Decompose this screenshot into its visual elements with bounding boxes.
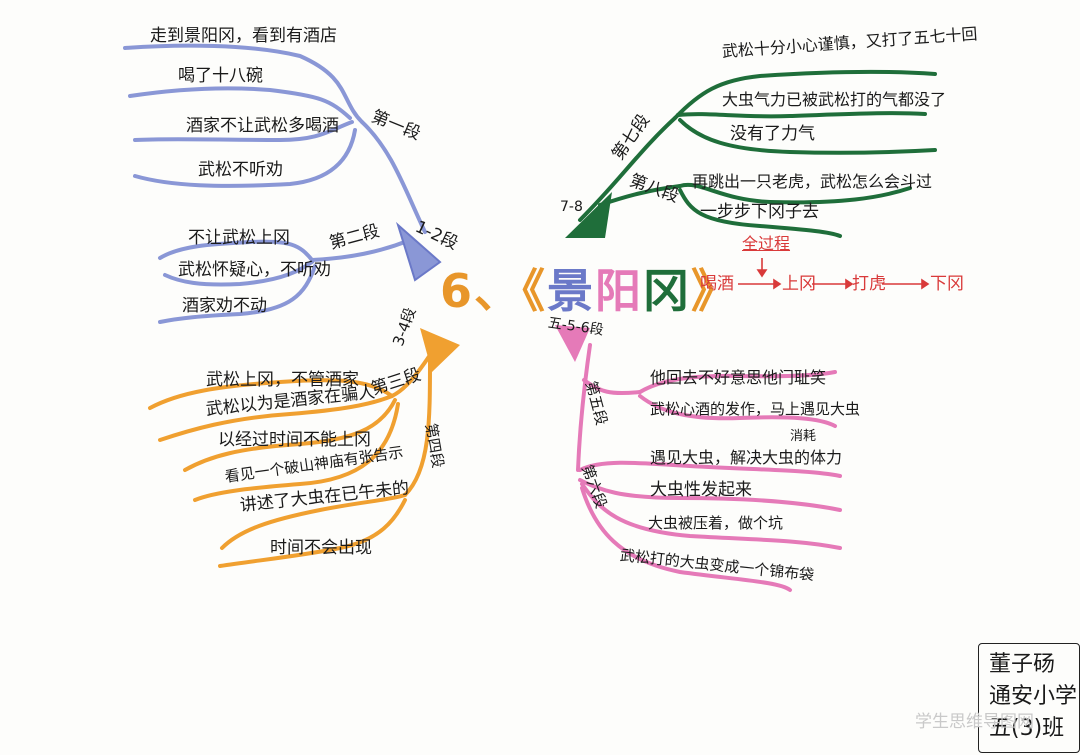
page-title: 6、《景阳冈》	[440, 255, 739, 321]
pink-sec6-item: 大虫性发起来	[650, 480, 752, 500]
red-flow-step: 下冈	[930, 274, 964, 294]
signature-line: 五(3)班	[989, 716, 1065, 741]
green-sec7-item: 没有了力气	[730, 124, 815, 144]
blue-sec1-item: 酒家不让武松多喝酒	[186, 116, 339, 136]
orange-sec4-item: 时间不会出现	[270, 538, 372, 558]
blue-sec2-item: 武松怀疑心，不听劝	[178, 260, 331, 280]
red-flow-step: 喝酒	[700, 274, 734, 294]
blue-sec1-item1	[123, 43, 364, 124]
blue-sec2-stem	[310, 238, 412, 262]
signature-line: 董子砀	[989, 652, 1056, 677]
pink-sec5-item: 他回去不好意思他门耻笑	[650, 368, 827, 387]
blue-range-flag	[395, 221, 442, 282]
blue-sec2-item1	[158, 239, 314, 262]
orange-sec3-item2	[158, 394, 394, 442]
blue-sec2-item2	[163, 260, 314, 287]
title-char-3: 冈	[643, 264, 692, 318]
red-flow-step: 打虎	[852, 274, 886, 294]
pink-trunk	[576, 343, 592, 472]
pink-sec5-item: 武松心酒的发作，马上遇见大虫	[650, 400, 861, 418]
blue-sec2-item: 不让武松上冈	[188, 228, 290, 248]
pink-sec5-item2	[638, 394, 837, 428]
blue-sec1-item: 喝了十八碗	[178, 66, 263, 86]
orange-sec3-item3	[183, 398, 397, 472]
pink-sec6-item2	[578, 478, 842, 512]
title-number: 6、	[440, 264, 523, 318]
orange-sec4-item2	[218, 498, 407, 568]
blue-sec1-item: 武松不听劝	[198, 160, 283, 180]
red-flow-step: 上冈	[782, 274, 816, 294]
title-char-2: 阳	[595, 264, 644, 318]
watermark: 学生思维导图网	[915, 712, 1034, 732]
title-right-quote: 》	[691, 264, 740, 318]
pink-range-flag	[555, 325, 590, 362]
title-left-quote: 《	[522, 264, 548, 318]
orange-sec3-item: 武松上冈，不管酒家	[206, 370, 359, 390]
blue-sec2-item3	[158, 264, 317, 324]
orange-range-flag	[420, 328, 460, 372]
orange-trunk	[390, 353, 432, 398]
green-sec8-item2	[678, 188, 842, 238]
green-range-flag	[565, 192, 612, 238]
green-sec7-item: 大虫气力已被武松打的气都没了	[722, 90, 947, 109]
green-sec8-item: 再跳出一只老虎，武松怎么会斗过	[692, 172, 933, 191]
green-sec7-item3	[678, 118, 937, 155]
orange-sec3-item: 以经过时间不能上冈	[218, 430, 371, 450]
blue-sec1-item: 走到景阳冈，看到有酒店	[150, 26, 337, 46]
pink-sec6-item4	[580, 486, 792, 592]
green-sec8-item: 一步步下冈子去	[700, 202, 819, 222]
pink-sec6-item3	[580, 482, 842, 550]
pink-sec5-item1	[638, 370, 837, 394]
orange-sec3-item4	[193, 402, 400, 502]
pink-sec6-note: 消耗	[790, 429, 817, 444]
blue-sec2-item: 酒家劝不动	[182, 296, 267, 316]
green-sec7-item1	[673, 69, 937, 120]
green-sec8-item1	[678, 182, 912, 205]
blue-sec1-item3	[133, 120, 354, 143]
blue-sec1-item2	[128, 86, 352, 120]
orange-sec3-item1	[148, 378, 394, 410]
author-signature-box: 董子砀 通安小学 五(3)班	[978, 643, 1080, 753]
blue-trunk	[360, 120, 427, 234]
blue-sec1-item4	[133, 128, 357, 188]
orange-sec4-item1	[220, 493, 407, 550]
green-range-label: 7-8	[560, 199, 583, 215]
pink-sec6-item1	[578, 460, 842, 478]
red-label: 全过程	[742, 234, 791, 253]
signature-line: 通安小学	[989, 684, 1078, 709]
title-char-1: 景	[547, 264, 596, 318]
green-trunk	[578, 116, 677, 222]
pink-sec6-item: 大虫被压着，做个坑	[648, 514, 784, 532]
green-sec7-item2	[676, 111, 927, 119]
pink-sec6-item: 遇见大虫，解决大虫的体力	[650, 448, 843, 467]
orange-sec4-trunk	[403, 358, 432, 497]
pink-sec5-stem	[582, 378, 642, 396]
